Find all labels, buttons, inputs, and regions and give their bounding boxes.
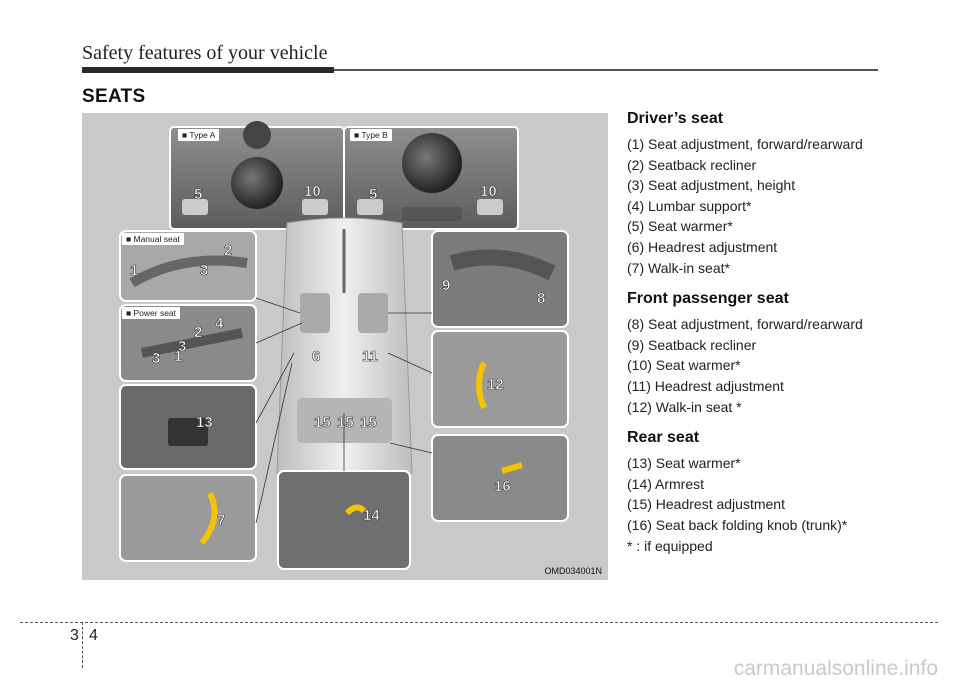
callout-1: 1 (130, 262, 138, 279)
header-title: Safety features of your vehicle (82, 42, 328, 64)
callout-15c: 15 (360, 414, 377, 431)
walk-in-lever-panel-driver (119, 474, 257, 562)
footer-divider (20, 622, 938, 623)
callout-2b: 2 (194, 324, 202, 341)
group-title: Rear seat (627, 429, 700, 447)
walk-in-lever-panel-passenger (431, 330, 569, 428)
callout-7: 7 (217, 512, 225, 529)
watermark: carmanualsonline.info (733, 657, 938, 680)
header-rule-dark (82, 67, 334, 73)
callout-10b: 10 (480, 183, 497, 200)
legend-item: (7) Walk-in seat* (627, 259, 730, 276)
callout-3: 3 (200, 262, 208, 279)
callout-9: 9 (442, 277, 450, 294)
header-rule-light (334, 69, 878, 71)
tag-power-seat: ■ Power seat (122, 307, 181, 319)
callout-numbers: 1 2 3 1 2 3 3 4 5 5 6 7 8 9 10 10 11 12 … (130, 183, 546, 530)
manual-seat-panel (119, 230, 257, 302)
tag-manual-seat: ■ Manual seat (122, 233, 184, 245)
callout-3c: 3 (152, 350, 160, 367)
trunk-knob-panel (431, 434, 569, 522)
callout-12: 12 (487, 376, 504, 393)
passenger-seat-panel (431, 230, 569, 328)
callout-15b: 15 (337, 414, 354, 431)
footer-vertical-divider (82, 622, 83, 668)
console-panel-type-a (169, 121, 345, 230)
legend-item: (12) Walk-in seat * (627, 398, 742, 415)
group-driver-seat: Driver’s seat (1) Seat adjustment, forwa… (627, 110, 927, 278)
figure-code: OMD034001N (544, 566, 602, 576)
callout-4: 4 (215, 315, 224, 332)
legend-item: (8) Seat adjustment, forward/rearward (627, 316, 863, 333)
page-number: 4 (89, 627, 98, 644)
rear-door-panel (119, 384, 257, 470)
callout-15a: 15 (314, 414, 331, 431)
group-title: Front passenger seat (627, 290, 789, 308)
callout-10a: 10 (304, 183, 321, 200)
legend-item: (6) Headrest adjustment (627, 238, 778, 255)
callout-13: 13 (196, 414, 213, 431)
callout-3b: 3 (178, 338, 186, 355)
legend-item: (14) Armrest (627, 475, 705, 492)
legend-item: (9) Seatback recliner (627, 336, 757, 353)
console-panel-type-b (343, 126, 519, 230)
seat-diagram-figure: 1 2 3 1 2 3 3 4 5 5 6 7 8 9 10 10 11 12 … (82, 113, 608, 580)
car-top-view (276, 217, 413, 481)
section-title: SEATS (82, 86, 146, 107)
leader-lines (255, 297, 433, 524)
legend-item: (10) Seat warmer* (627, 357, 741, 374)
callout-11: 11 (362, 348, 378, 365)
legend-item: (5) Seat warmer* (627, 218, 733, 235)
legend-item: (16) Seat back folding knob (trunk)* (627, 516, 848, 533)
callout-5a: 5 (194, 186, 202, 203)
callout-8: 8 (537, 290, 545, 307)
tag-type-a: ■ Type A (178, 129, 220, 141)
callout-14: 14 (363, 507, 380, 524)
callout-16: 16 (494, 478, 511, 495)
section-number: 3 (70, 627, 79, 644)
callout-5b: 5 (369, 186, 377, 203)
callout-2: 2 (224, 242, 232, 259)
armrest-panel (277, 470, 411, 570)
callout-6: 6 (312, 348, 320, 365)
legend-item: (1) Seat adjustment, forward/rearward (627, 136, 863, 152)
legend-footnote: * : if equipped (627, 537, 713, 554)
legend-item: (11) Headrest adjustment (627, 377, 784, 394)
legend-item: (4) Lumbar support* (627, 197, 752, 214)
group-rear-seat: Rear seat (13) Seat warmer* (14) Armrest… (627, 429, 927, 556)
legend-item: (13) Seat warmer* (627, 455, 741, 472)
legend-item: (2) Seatback recliner (627, 156, 757, 173)
seat-legend: Driver’s seat (1) Seat adjustment, forwa… (627, 110, 927, 568)
legend-item: (3) Seat adjustment, height (627, 177, 796, 194)
callout-1b: 1 (174, 348, 182, 365)
tag-type-b: ■ Type B (350, 129, 392, 141)
group-front-passenger-seat: Front passenger seat (8) Seat adjustment… (627, 290, 927, 417)
group-title: Driver’s seat (627, 110, 724, 127)
legend-item: (15) Headrest adjustment (627, 496, 785, 513)
seat-diagram-svg: 1 2 3 1 2 3 3 4 5 5 6 7 8 9 10 10 11 12 … (119, 121, 569, 570)
